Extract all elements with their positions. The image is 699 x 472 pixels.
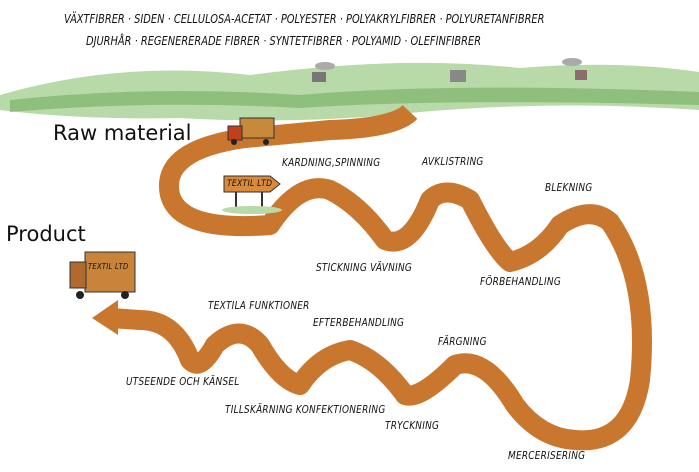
- fibers-line-1: VÄXTFIBRER · SIDEN · CELLULOSA-ACETAT · …: [64, 12, 545, 26]
- raw-material-truck: [227, 117, 275, 145]
- step-mercerisering: MERCERISERING: [508, 450, 586, 462]
- step-tryckning: TRYCKNING: [385, 420, 440, 432]
- step-textila-funktioner: TEXTILA FUNKTIONER: [208, 300, 310, 312]
- truck-text: TEXTIL LTD: [88, 262, 129, 271]
- step-forbehandling: FÖRBEHANDLING: [480, 276, 562, 288]
- step-tillskarning: TILLSKÄRNING KONFEKTIONERING: [225, 404, 386, 416]
- landscape: [0, 58, 699, 121]
- step-efterbehandling: EFTERBEHANDLING: [313, 317, 405, 329]
- textil-ltd-sign: [222, 175, 282, 214]
- process-ribbon: [109, 104, 652, 451]
- step-kardning: KARDNING,SPINNING: [282, 157, 381, 169]
- step-blekning: BLEKNING: [545, 182, 593, 194]
- step-utseende: UTSEENDE OCH KÄNSEL: [126, 376, 240, 388]
- fibers-line-2: DJURHÅR · REGENERERADE FIBRER · SYNTETFI…: [86, 34, 482, 48]
- step-avklistring: AVKLISTRING: [422, 156, 484, 168]
- sign-text: TEXTIL LTD: [227, 179, 273, 189]
- raw-material-label: Raw material: [53, 121, 192, 145]
- step-stickning: STICKNING VÄVNING: [316, 262, 413, 274]
- step-fargning: FÄRGNING: [438, 336, 487, 348]
- arrow-head: [92, 300, 118, 335]
- product-truck: [69, 251, 136, 299]
- product-label: Product: [6, 222, 86, 246]
